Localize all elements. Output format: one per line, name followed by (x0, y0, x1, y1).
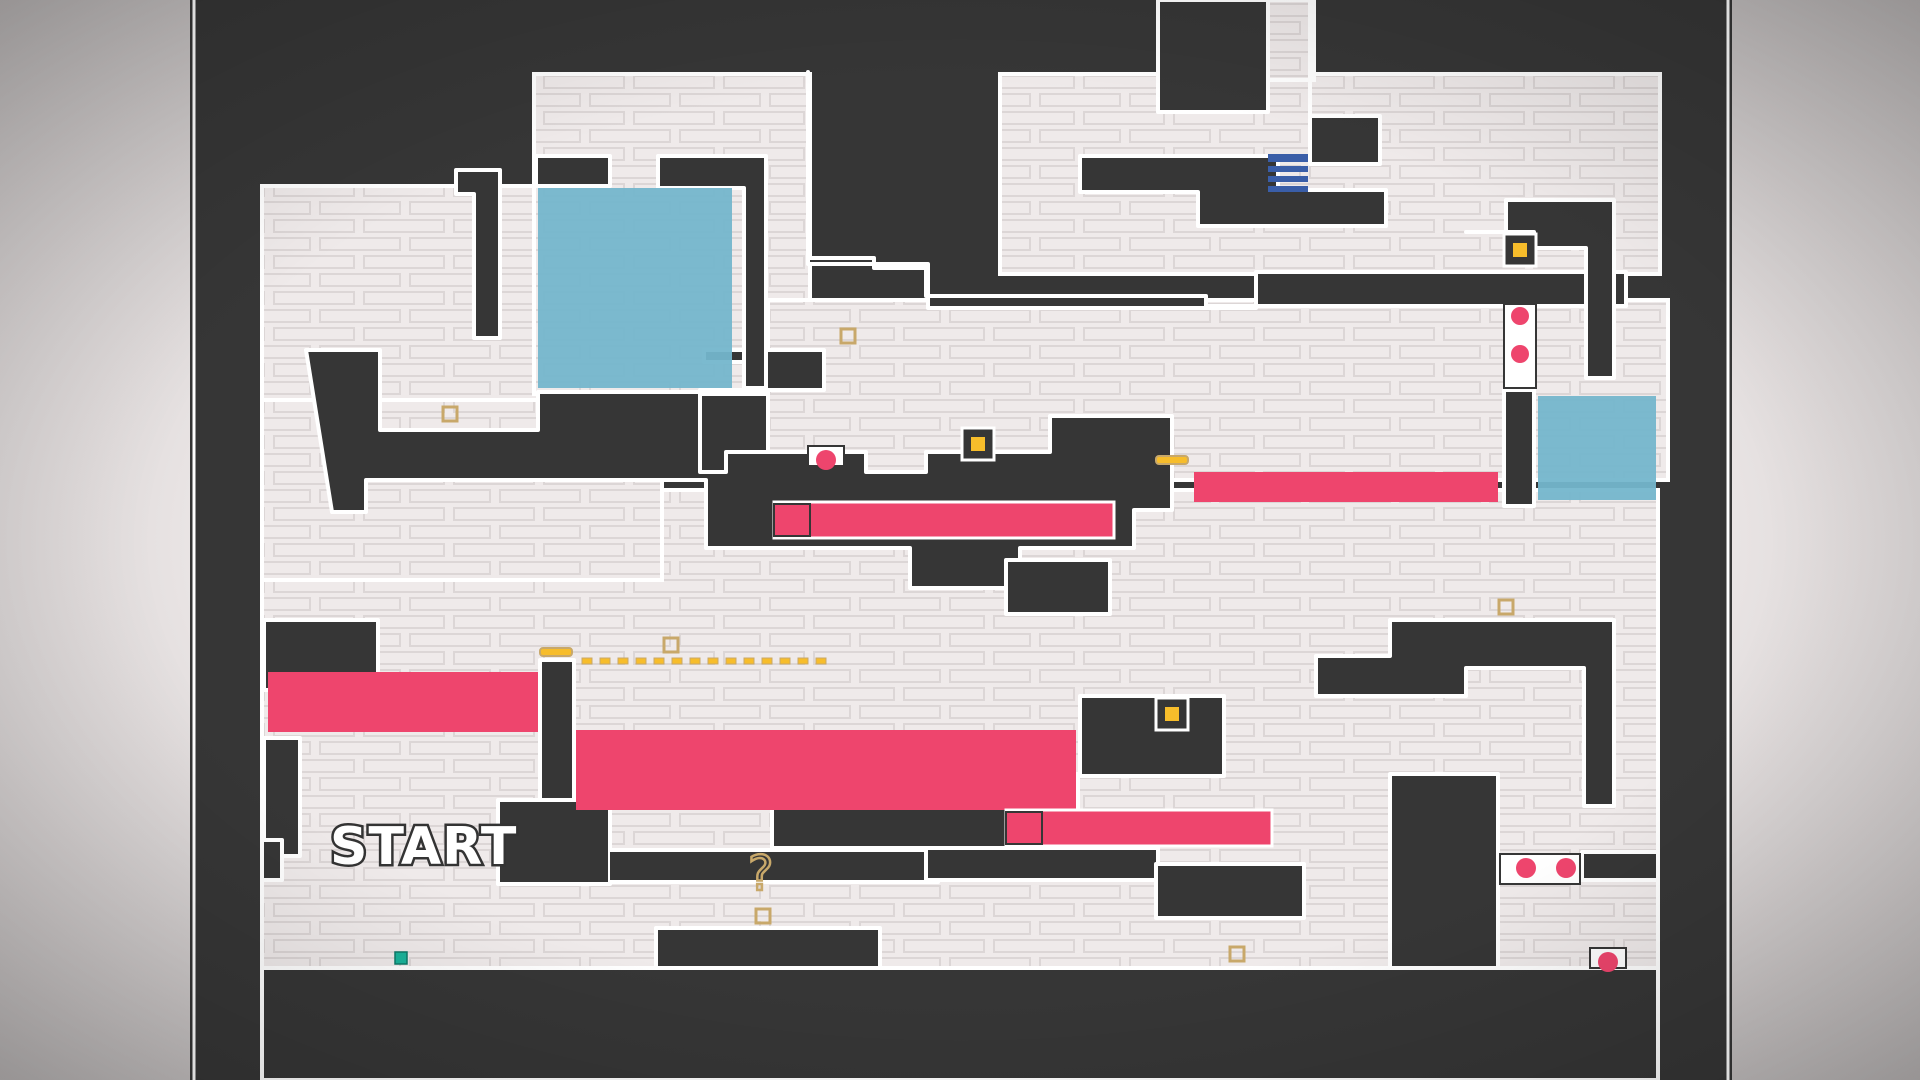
bounce-pad[interactable] (539, 647, 573, 657)
red-circle-spike-icon (1516, 858, 1536, 878)
start-label: START (330, 817, 517, 877)
red-circle-spike-icon (1511, 307, 1529, 325)
red-circle-spike-icon (1556, 858, 1576, 878)
yellow-square-switch-icon[interactable] (1165, 707, 1179, 721)
red-circle-spike-icon (1598, 952, 1618, 972)
bounce-pad[interactable] (1155, 455, 1189, 465)
question-mark-icon: ? (748, 846, 773, 902)
yellow-square-switch-icon[interactable] (1513, 243, 1527, 257)
red-circle-spike-icon (1511, 345, 1529, 363)
red-circle-spike-icon (816, 450, 836, 470)
yellow-square-switch-icon[interactable] (971, 437, 985, 451)
teal-square-player-icon[interactable] (394, 951, 408, 965)
